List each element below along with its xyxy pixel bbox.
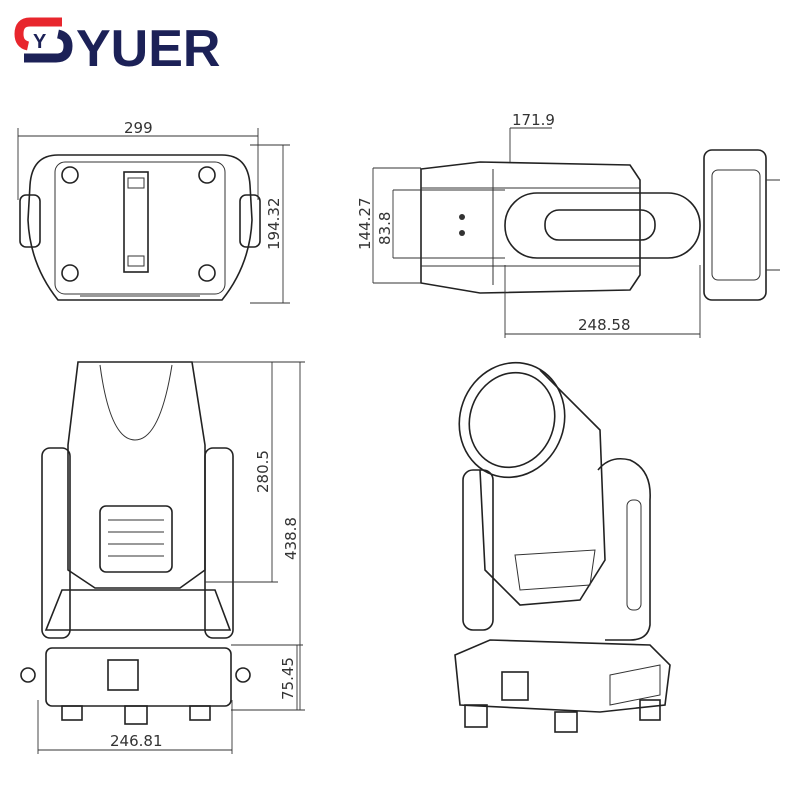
dim-label-top-width: 299 — [124, 119, 153, 137]
dim-label-top-depth: 194.32 — [265, 198, 283, 251]
side-view — [420, 149, 780, 301]
dim-label-front-base-height: 75.45 — [279, 657, 297, 700]
dim-label-side-height: 144.27 — [356, 198, 374, 251]
top-view-dimensions: 299 194.32 — [17, 119, 290, 304]
logo-text: YUER — [76, 20, 220, 78]
brand-logo: Y YUER — [14, 17, 220, 78]
dim-label-side-offset: 171.9 — [512, 111, 555, 129]
logo-red-arc — [14, 17, 62, 51]
side-view-dimensions: 171.9 144.27 83.8 248.58 — [356, 111, 701, 338]
dim-label-side-length: 248.58 — [578, 316, 631, 334]
dim-label-side-inner-height: 83.8 — [376, 212, 394, 245]
dim-label-front-width: 246.81 — [110, 732, 163, 750]
dim-label-front-total-height: 438.8 — [282, 517, 300, 560]
perspective-view — [454, 361, 671, 733]
top-view — [19, 154, 261, 301]
front-view-dimensions: 280.5 438.8 75.45 246.81 — [37, 361, 305, 754]
logo-mark: Y — [33, 31, 47, 53]
logo-navy-arc — [24, 29, 73, 63]
dim-label-front-head-height: 280.5 — [254, 450, 272, 493]
front-view — [20, 361, 251, 725]
